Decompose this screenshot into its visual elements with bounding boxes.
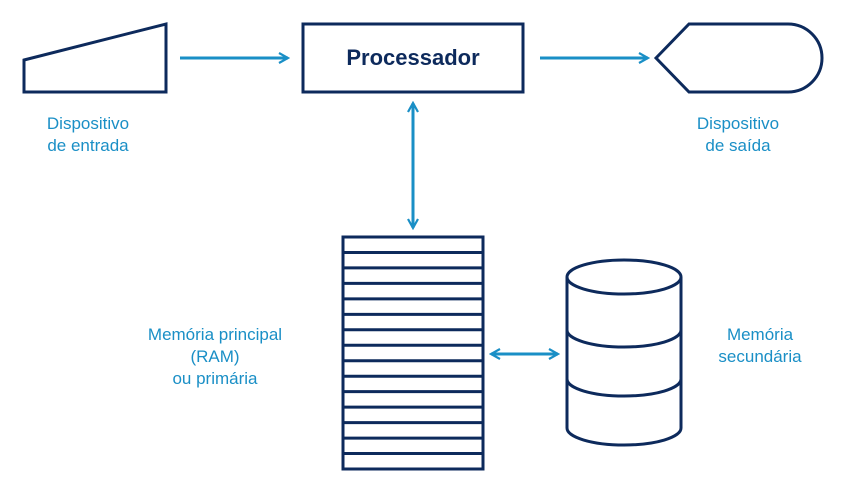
secondary-memory-label: Memória secundária <box>695 324 825 368</box>
input-device-label-line2: de entrada <box>47 136 129 155</box>
processor-label: Processador <box>346 45 480 70</box>
secondary-memory-shape <box>565 258 683 447</box>
output-device-label-line2: de saída <box>705 136 771 155</box>
main-memory-label-line3: ou primária <box>172 369 258 388</box>
secondary-memory-label-line1: Memória <box>726 325 794 344</box>
main-memory-label-line2: (RAM) <box>190 347 240 366</box>
input-device-shape <box>22 22 168 94</box>
processor-box <box>301 22 525 94</box>
input-device-label-line1: Dispositivo <box>46 114 130 133</box>
main-memory-shape <box>341 235 485 471</box>
secondary-memory-label-line2: secundária <box>718 347 802 366</box>
output-device-shape <box>653 22 824 94</box>
main-memory-label: Memória principal (RAM) ou primária <box>120 324 310 390</box>
input-device-label: Dispositivo de entrada <box>28 113 148 157</box>
output-device-label-line1: Dispositivo <box>696 114 780 133</box>
output-device-label: Dispositivo de saída <box>678 113 798 157</box>
main-memory-label-line1: Memória principal <box>147 325 283 344</box>
